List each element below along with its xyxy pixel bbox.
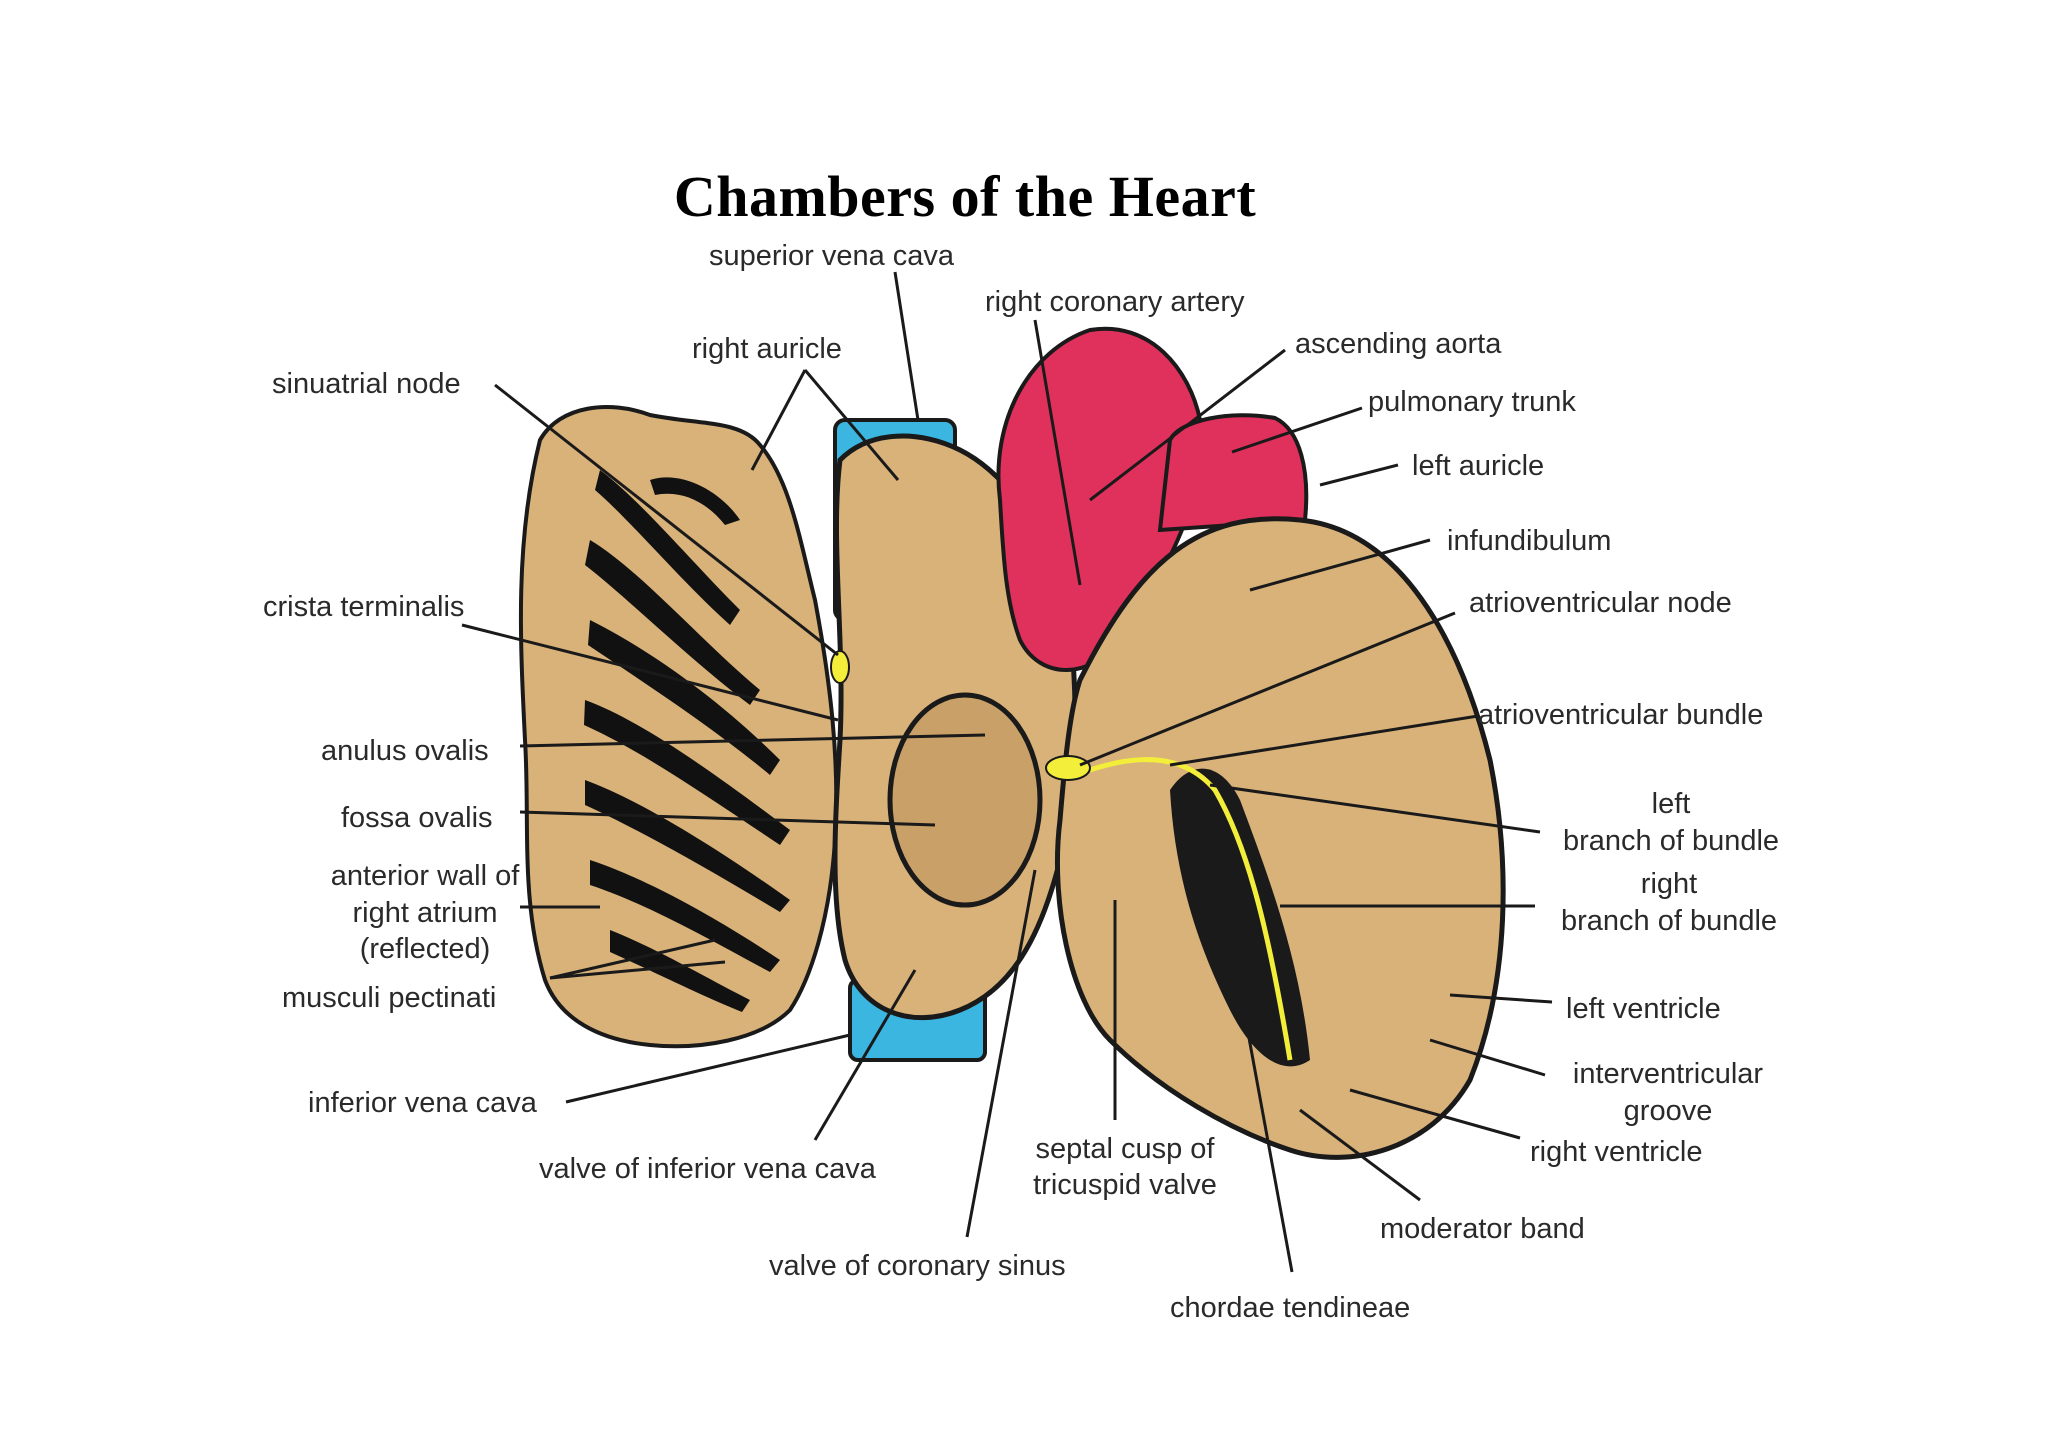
anterior-wall-flap (518, 405, 839, 1049)
fossa-ovalis-shape (887, 692, 1043, 908)
label-infundibulum: infundibulum (1447, 525, 1612, 557)
label-valve-inferior-vena-cava: valve of inferior vena cava (539, 1153, 876, 1185)
label-ascending-aorta: ascending aorta (1295, 328, 1502, 360)
label-atrioventricular-bundle: atrioventricular bundle (1478, 699, 1764, 731)
ventricle-wall (1054, 516, 1506, 1160)
av-node-shape (1045, 755, 1091, 781)
label-crista-terminalis: crista terminalis (263, 591, 465, 623)
label-septal-cusp-line1: septal cusp of (1035, 1133, 1215, 1165)
label-atrioventricular-node: atrioventricular node (1469, 587, 1732, 619)
musculi-pectinati-strands (584, 470, 790, 1012)
label-right-coronary-artery: right coronary artery (985, 286, 1245, 318)
label-fossa-ovalis: fossa ovalis (341, 802, 493, 834)
label-chordae-tendineae: chordae tendineae (1170, 1292, 1411, 1324)
label-septal-cusp-line2: tricuspid valve (1033, 1169, 1217, 1201)
label-left-ventricle: left ventricle (1566, 993, 1721, 1025)
label-interventricular-line2: groove (1623, 1095, 1713, 1127)
label-interventricular-line1: interventricular (1572, 1058, 1764, 1090)
bundle-branch-path (1089, 757, 1293, 1061)
label-anterior-wall-line3: (reflected) (359, 933, 491, 965)
label-left-branch-line1: left (1651, 788, 1691, 820)
label-sinuatrial-node: sinuatrial node (272, 368, 461, 400)
label-right-branch-line1: right (1640, 868, 1698, 900)
label-inferior-vena-cava: inferior vena cava (308, 1087, 537, 1119)
label-anterior-wall-line2: right atrium (352, 897, 498, 929)
label-anulus-ovalis: anulus ovalis (321, 735, 489, 767)
label-pulmonary-trunk: pulmonary trunk (1368, 386, 1576, 418)
label-moderator-band: moderator band (1380, 1213, 1585, 1245)
label-right-auricle: right auricle (692, 333, 842, 365)
label-musculi-pectinati: musculi pectinati (282, 982, 497, 1014)
label-right-branch-line2: branch of bundle (1560, 905, 1778, 937)
label-superior-vena-cava: superior vena cava (709, 240, 955, 272)
pulmonary-trunk-shape (1157, 413, 1309, 533)
label-anterior-wall-line1: anterior wall of (330, 860, 520, 892)
right-ventricle-cavity (1170, 768, 1310, 1067)
label-valve-coronary-sinus: valve of coronary sinus (769, 1250, 1066, 1282)
label-left-auricle: left auricle (1412, 450, 1545, 482)
leader-lines (461, 271, 1553, 1273)
label-left-branch-line2: branch of bundle (1562, 825, 1780, 857)
diagram-title: Chambers of the Heart (673, 164, 1257, 229)
sa-node-shape (830, 650, 850, 684)
label-right-ventricle: right ventricle (1530, 1136, 1703, 1168)
